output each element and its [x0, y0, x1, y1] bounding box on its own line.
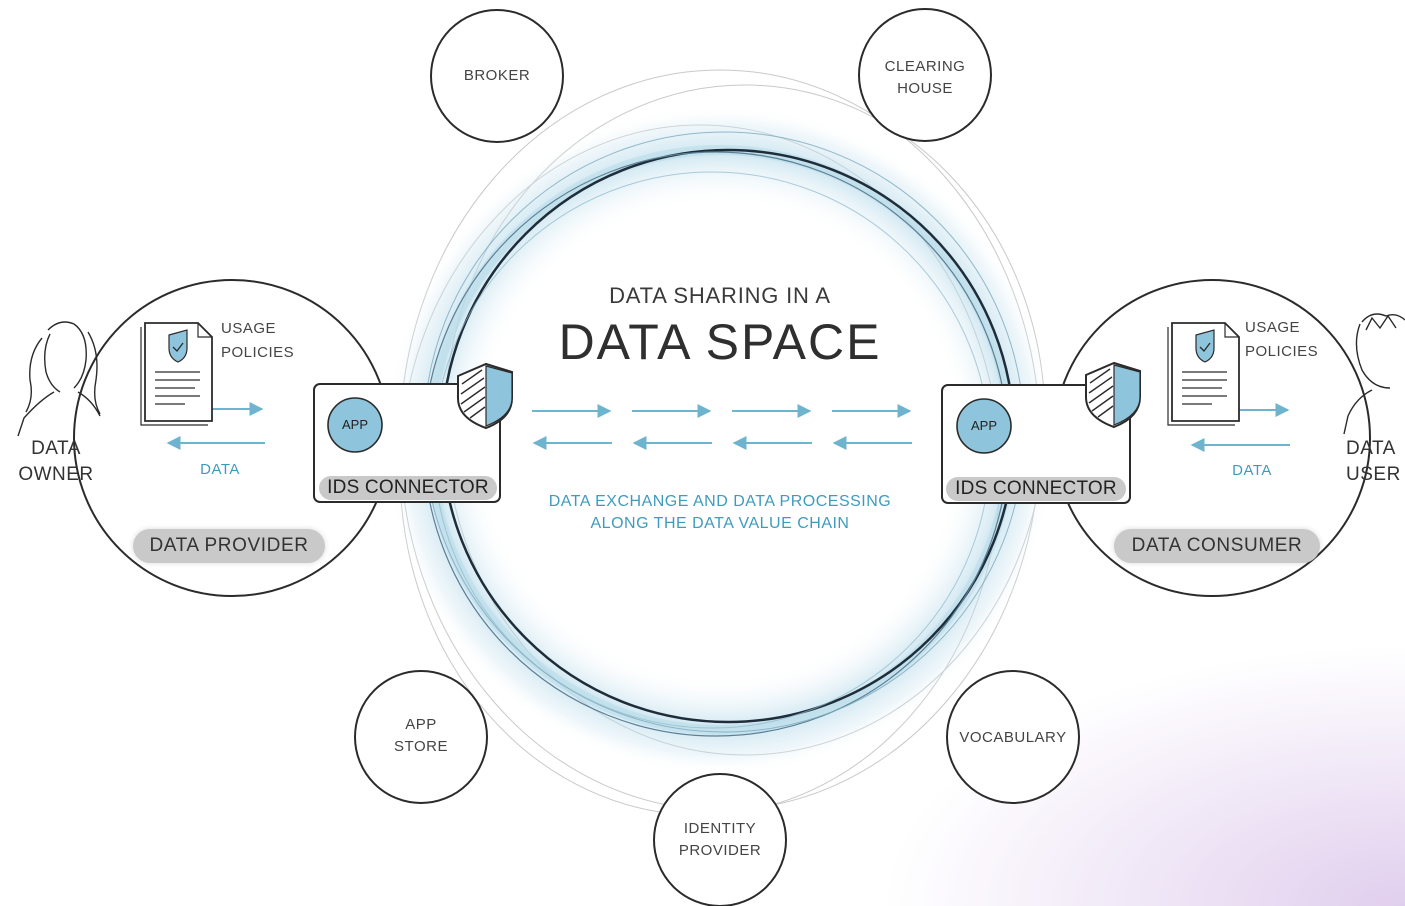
- consumer-usage-policies-label: USAGE POLICIES: [1245, 316, 1335, 364]
- consumer-arrows: [1190, 403, 1290, 452]
- data-user-label-line2: USER: [1346, 464, 1401, 485]
- app-store-label-line2: STORE: [394, 738, 448, 755]
- provider-usage-policies-label: USAGE POLICIES: [221, 317, 311, 365]
- subtitle-line1: DATA EXCHANGE AND DATA PROCESSING: [548, 493, 892, 510]
- consumer-data-label: DATA: [1232, 462, 1272, 479]
- provider-arrows: [166, 402, 265, 450]
- app-store-label-line1: APP: [405, 716, 437, 733]
- provider-document-icon: [140, 322, 213, 426]
- shield-icon: [457, 362, 513, 430]
- data-consumer-badge: DATA CONSUMER: [1114, 529, 1320, 563]
- consumer-app-badge[interactable]: [956, 398, 1012, 454]
- vocabulary-circle[interactable]: [946, 670, 1080, 804]
- shield-icon: [1085, 361, 1141, 429]
- person-icon: [17, 321, 101, 437]
- clearing-house-label-line1: CLEARING: [884, 58, 966, 75]
- consumer-usage-policies-line1: USAGE: [1245, 319, 1301, 336]
- consumer-app-label: APP: [970, 418, 997, 433]
- consumer-ids-connector[interactable]: [941, 384, 1131, 504]
- ring-glow: [385, 105, 1055, 775]
- app-store-circle[interactable]: [354, 670, 488, 804]
- identity-provider-circle[interactable]: [653, 773, 787, 906]
- vocabulary-label: VOCABULARY: [948, 727, 1078, 749]
- page-title: DATA SPACE: [558, 314, 882, 370]
- consumer-ids-connector-label: IDS CONNECTOR: [946, 477, 1126, 501]
- consumer-document-icon: [1167, 322, 1240, 426]
- clearing-house-circle[interactable]: [858, 8, 992, 142]
- data-owner-label-line1: DATA: [31, 438, 81, 459]
- identity-provider-label: IDENTITY PROVIDER: [660, 818, 780, 862]
- checkmark-shield-icon: [168, 329, 188, 363]
- broker-label: BROKER: [447, 65, 547, 87]
- identity-provider-label-line2: PROVIDER: [678, 842, 762, 859]
- vocabulary-label-line1: VOCABULARY: [959, 729, 1067, 746]
- subtitle-line2: ALONG THE DATA VALUE CHAIN: [590, 515, 850, 532]
- checkmark-shield-icon: [1195, 329, 1215, 363]
- data-user-label-line1: DATA: [1346, 438, 1396, 459]
- data-owner-label: DATA OWNER: [10, 436, 102, 488]
- title-line1: DATA SHARING IN A: [609, 283, 831, 308]
- broker-circle[interactable]: [430, 9, 564, 143]
- exchange-arrows: [532, 404, 912, 450]
- data-space-ring: [385, 105, 1055, 775]
- broker-label-line1: BROKER: [463, 67, 531, 84]
- provider-app-label: APP: [341, 417, 368, 432]
- consumer-usage-policies-line2: POLICIES: [1245, 343, 1319, 360]
- provider-usage-policies-line2: POLICIES: [221, 344, 295, 361]
- provider-ids-connector[interactable]: [313, 383, 501, 503]
- person-icon: [1343, 313, 1405, 435]
- provider-data-label: DATA: [200, 461, 240, 478]
- data-user-label: DATA USER: [1346, 436, 1405, 488]
- provider-app-badge[interactable]: [327, 397, 383, 453]
- clearing-house-label-line2: HOUSE: [897, 80, 953, 97]
- app-store-label: APP STORE: [371, 714, 471, 758]
- clearing-house-label: CLEARING HOUSE: [875, 56, 975, 100]
- data-owner-label-line2: OWNER: [18, 464, 94, 485]
- identity-provider-label-line1: IDENTITY: [683, 820, 757, 837]
- provider-usage-policies-line1: USAGE: [221, 320, 277, 337]
- provider-ids-connector-label: IDS CONNECTOR: [319, 476, 497, 500]
- data-provider-badge: DATA PROVIDER: [133, 529, 325, 563]
